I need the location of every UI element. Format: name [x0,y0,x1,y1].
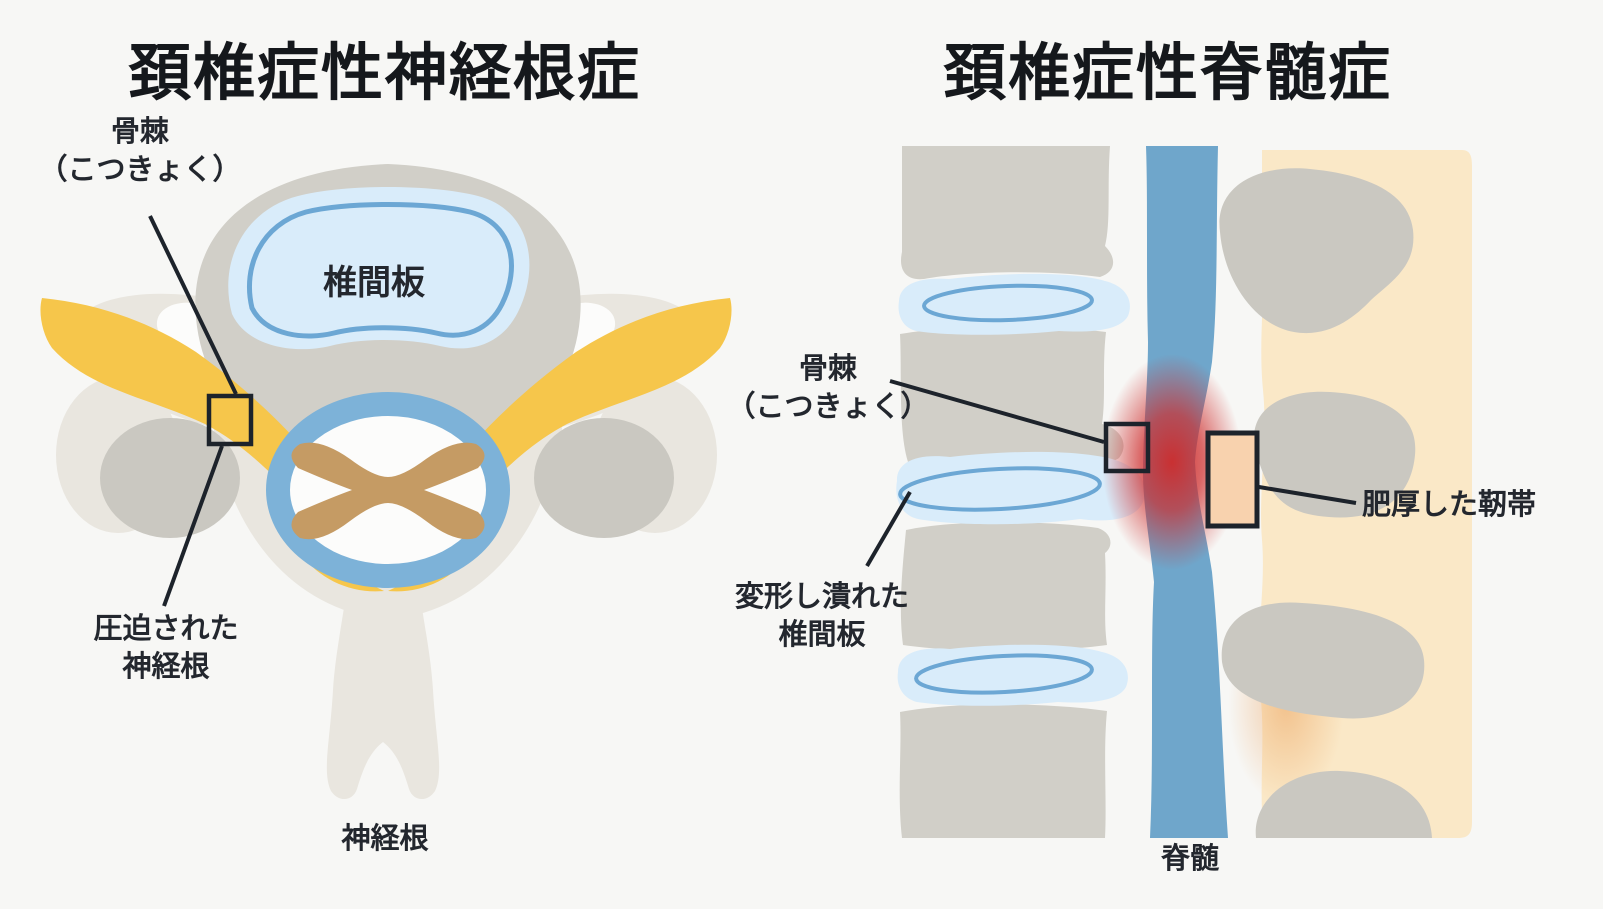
intervertebral-disc [228,187,530,350]
right-annotations [865,379,1357,568]
spinous-blob-1 [1219,168,1414,334]
spinous-blob-4 [1255,770,1432,838]
pointer-line-bone-spur-left [148,215,238,395]
spinous-blob-3 [1221,602,1425,719]
gray-matter [291,442,485,540]
spinous-blob-2 [1254,391,1416,518]
disc-top [898,273,1130,335]
vertebral-body-2 [900,326,1124,467]
spinous-process [326,540,440,800]
disc-middle-deformed [896,451,1145,525]
left-annotations [148,215,254,607]
facet-masses [100,418,674,538]
pointer-line-ligament [1258,485,1357,505]
thickened-ligament-box [1205,430,1260,529]
vertebra-column [899,146,1124,838]
pointer-line-compressed-root [162,445,224,607]
disc-nucleus-outlines [898,283,1102,695]
pointer-line-deformed-disc [865,490,912,568]
vertebral-body-3 [900,522,1111,651]
pointer-line-bone-spur-right [889,379,1105,444]
vertebral-body-4 [899,704,1107,838]
bone-spur-marker-left [206,393,254,447]
radiculopathy-diagram [40,164,732,800]
disc-outline [246,202,514,339]
vertebral-body-1 [900,146,1114,280]
spinous-processes [1219,168,1432,838]
myelopathy-diagram [865,146,1472,838]
bone-spur-marker-right [1103,421,1151,474]
